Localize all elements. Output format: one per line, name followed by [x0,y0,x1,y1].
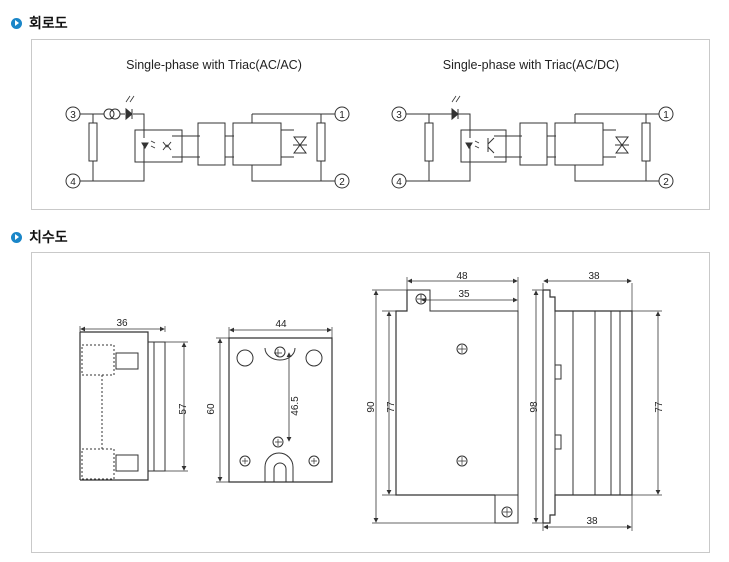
bullet-arrow-icon [11,231,22,243]
dimension-heading-text: 치수도 [29,230,68,246]
circuit-1-terminal-3: 3 [70,110,76,121]
rail-body-height-label: 77 [386,401,397,413]
circuit-2-terminal-2: 2 [663,177,669,188]
rail-side-body-height-label: 77 [654,401,665,413]
circuit-2: 3 4 1 2 [391,95,674,189]
circuit-2-title: Single-phase with Triac(AC/DC) [443,58,619,72]
circuit-2-terminal-1: 1 [663,110,669,121]
circuit-1-title: Single-phase with Triac(AC/AC) [126,58,302,72]
circuit-panel: Single-phase with Triac(AC/AC) 3 4 1 2 [31,39,710,210]
side-height-label: 57 [178,403,189,415]
dimension-drawings: 36 57 44 60 46.5 [79,271,665,531]
circuit-heading-text: 회로도 [29,16,68,32]
rail-hole-pitch-label: 35 [458,289,470,300]
front-hole-pitch-label: 46.5 [290,396,301,416]
side-width-label: 36 [116,318,128,329]
rail-view: 48 35 90 77 [366,271,519,524]
circuit-heading: 회로도 [11,14,68,32]
dimension-heading: 치수도 [11,228,68,246]
bullet-arrow-icon [11,17,22,29]
rail-side-top-width-label: 38 [588,271,600,282]
rail-width-label: 48 [456,271,468,282]
circuit-1-terminal-1: 1 [339,110,345,121]
rail-side-view: 38 38 98 77 [529,271,665,531]
circuit-2-terminal-4: 4 [396,177,402,188]
circuit-1: 3 4 1 2 [65,95,350,189]
rail-side-height-label: 98 [529,401,540,413]
circuit-1-terminal-4: 4 [70,177,76,188]
dimension-panel: 36 57 44 60 46.5 [31,252,710,553]
rail-side-bottom-width-label: 38 [586,516,598,527]
circuit-diagrams: Single-phase with Triac(AC/AC) 3 4 1 2 [65,58,674,189]
circuit-2-terminal-3: 3 [396,110,402,121]
circuit-1-terminal-2: 2 [339,177,345,188]
front-height-label: 60 [206,403,217,415]
side-view: 36 57 [79,318,189,481]
front-width-label: 44 [275,319,287,330]
front-view: 44 60 46.5 [206,319,333,483]
rail-height-label: 90 [366,401,377,413]
